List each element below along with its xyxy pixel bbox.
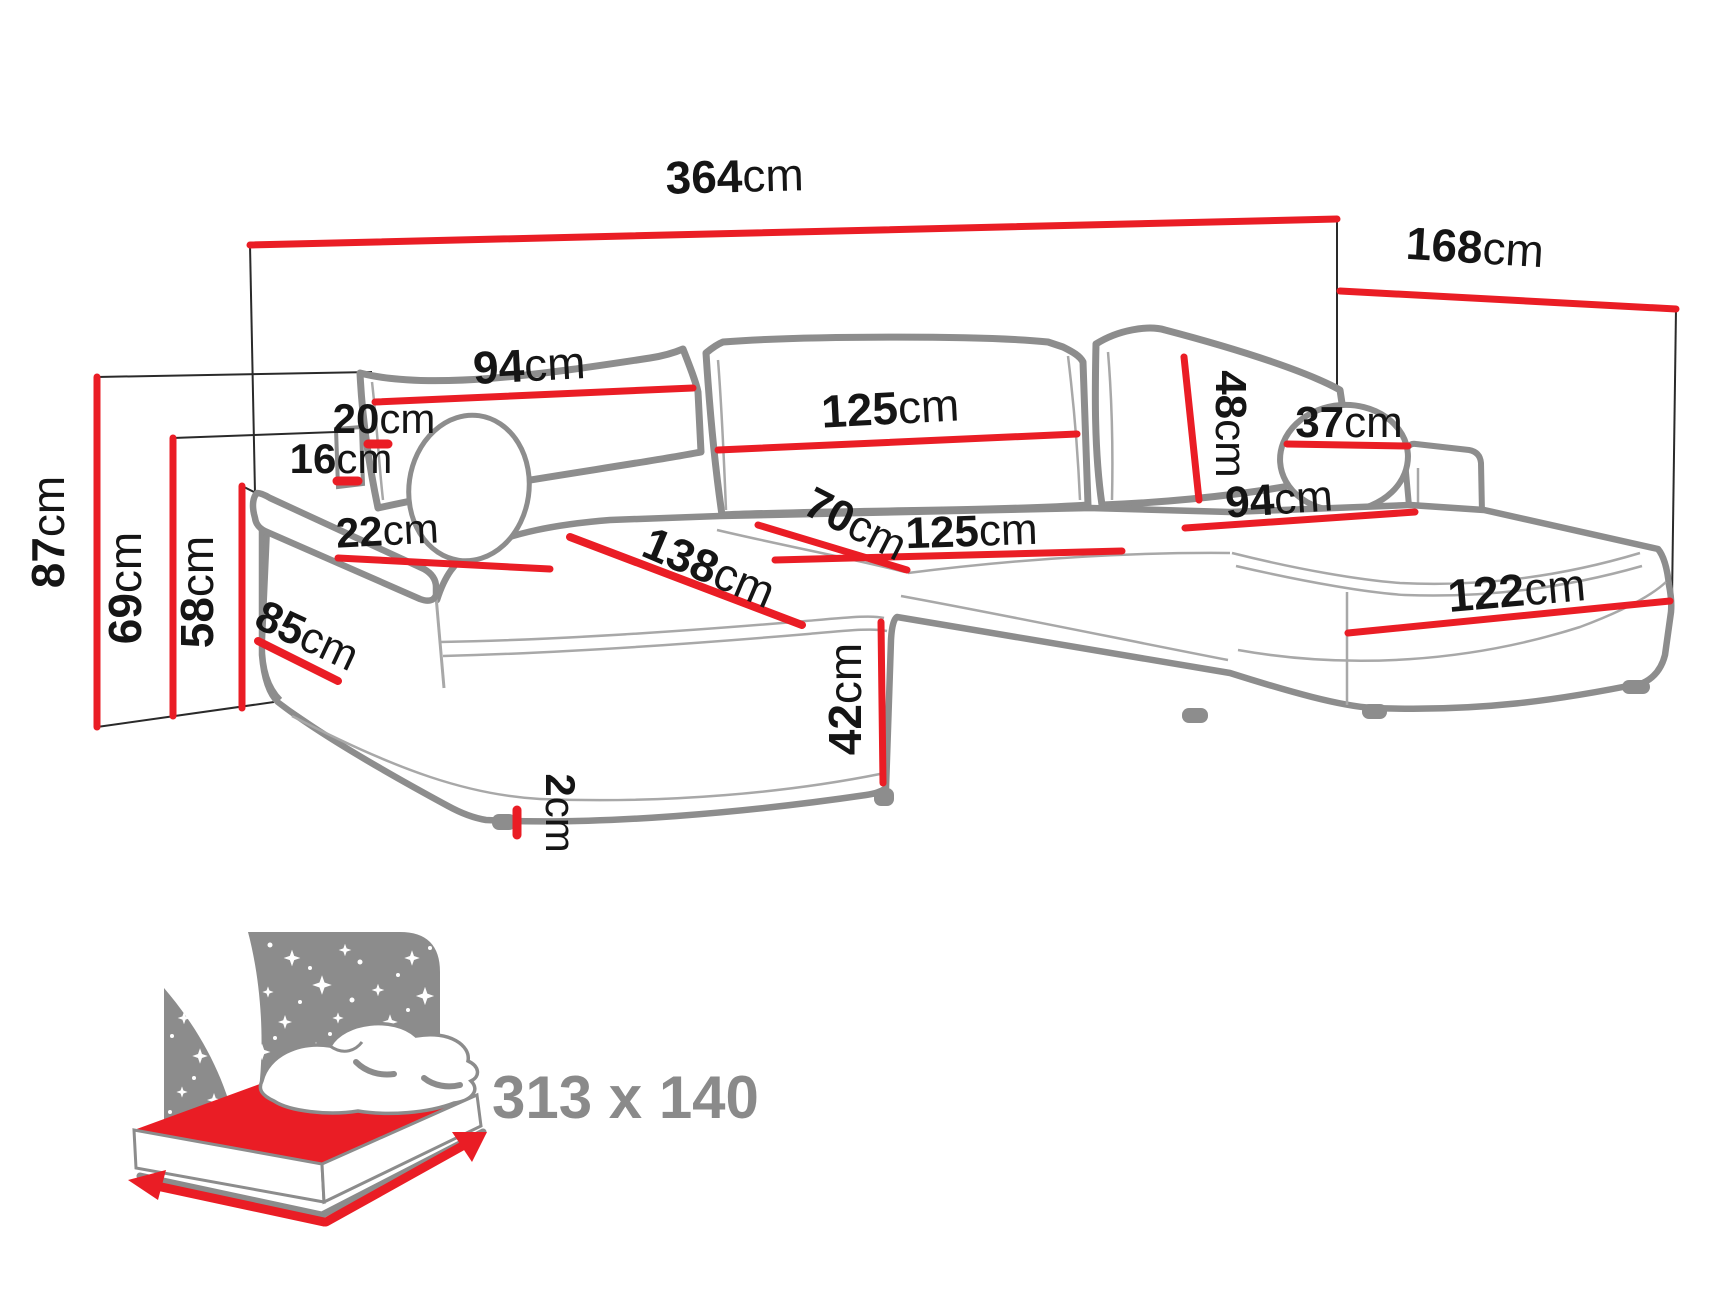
dim-line-pillow-125: [714, 430, 1081, 454]
sleeping-function-icon: 313 x 140: [128, 932, 759, 1227]
label-leg-2: 2cm: [537, 773, 584, 852]
label-armrest-22: 22cm: [335, 504, 440, 556]
label-pillow-48: 48cm: [1206, 370, 1255, 478]
left-armrest-top: [249, 489, 440, 604]
label-seat-125: 125cm: [905, 505, 1039, 559]
dim-line-height-42: [877, 618, 887, 787]
label-overhang-20: 20cm: [333, 395, 436, 442]
label-height-87: 87cm: [22, 476, 74, 589]
sleeping-area-label: 313 x 140: [492, 1064, 759, 1131]
dim-line-seat-70: [754, 521, 911, 574]
label-height-42: 42cm: [819, 643, 871, 756]
label-height-58: 58cm: [171, 536, 223, 649]
dimension-labels: 364cm 168cm 87cm 69cm 58cm 20cm 16cm 22c…: [22, 148, 1588, 852]
label-total-width: 364cm: [665, 148, 804, 204]
label-bolster-37: 37cm: [1295, 398, 1403, 447]
dim-line-pillow-94: [371, 384, 697, 406]
dim-line-seat-94: [1181, 508, 1419, 532]
dim-line-seat-125: [771, 547, 1126, 564]
dim-line-bolster-37: [1283, 440, 1412, 450]
bolster-pillow-left: [406, 412, 532, 564]
label-lip-16: 16cm: [290, 435, 393, 482]
dim-line-armrest-85: [254, 637, 342, 685]
label-chaise-122: 122cm: [1446, 558, 1588, 622]
dim-line-total-depth: [1336, 287, 1680, 313]
dimension-lines: [93, 215, 1680, 840]
label-pillow-94: 94cm: [472, 336, 587, 394]
label-total-depth: 168cm: [1404, 217, 1545, 277]
label-pillow-125: 125cm: [820, 378, 961, 437]
size-arrows-icon: [128, 1132, 487, 1227]
label-height-69: 69cm: [99, 532, 151, 645]
dim-line-pillow-48: [1180, 353, 1203, 504]
dim-line-total-width: [246, 215, 1341, 249]
dim-line-armrest-22: [334, 554, 554, 573]
mattress-side-icon: [320, 1092, 483, 1205]
backrest-frame: [333, 424, 366, 490]
label-seat-94: 94cm: [1224, 471, 1335, 527]
sofa-sketch: [249, 324, 1675, 830]
sofa-legs: [492, 680, 1650, 830]
dim-line-chaise-122: [1344, 597, 1674, 637]
dim-line-chaise-138: [566, 533, 806, 629]
